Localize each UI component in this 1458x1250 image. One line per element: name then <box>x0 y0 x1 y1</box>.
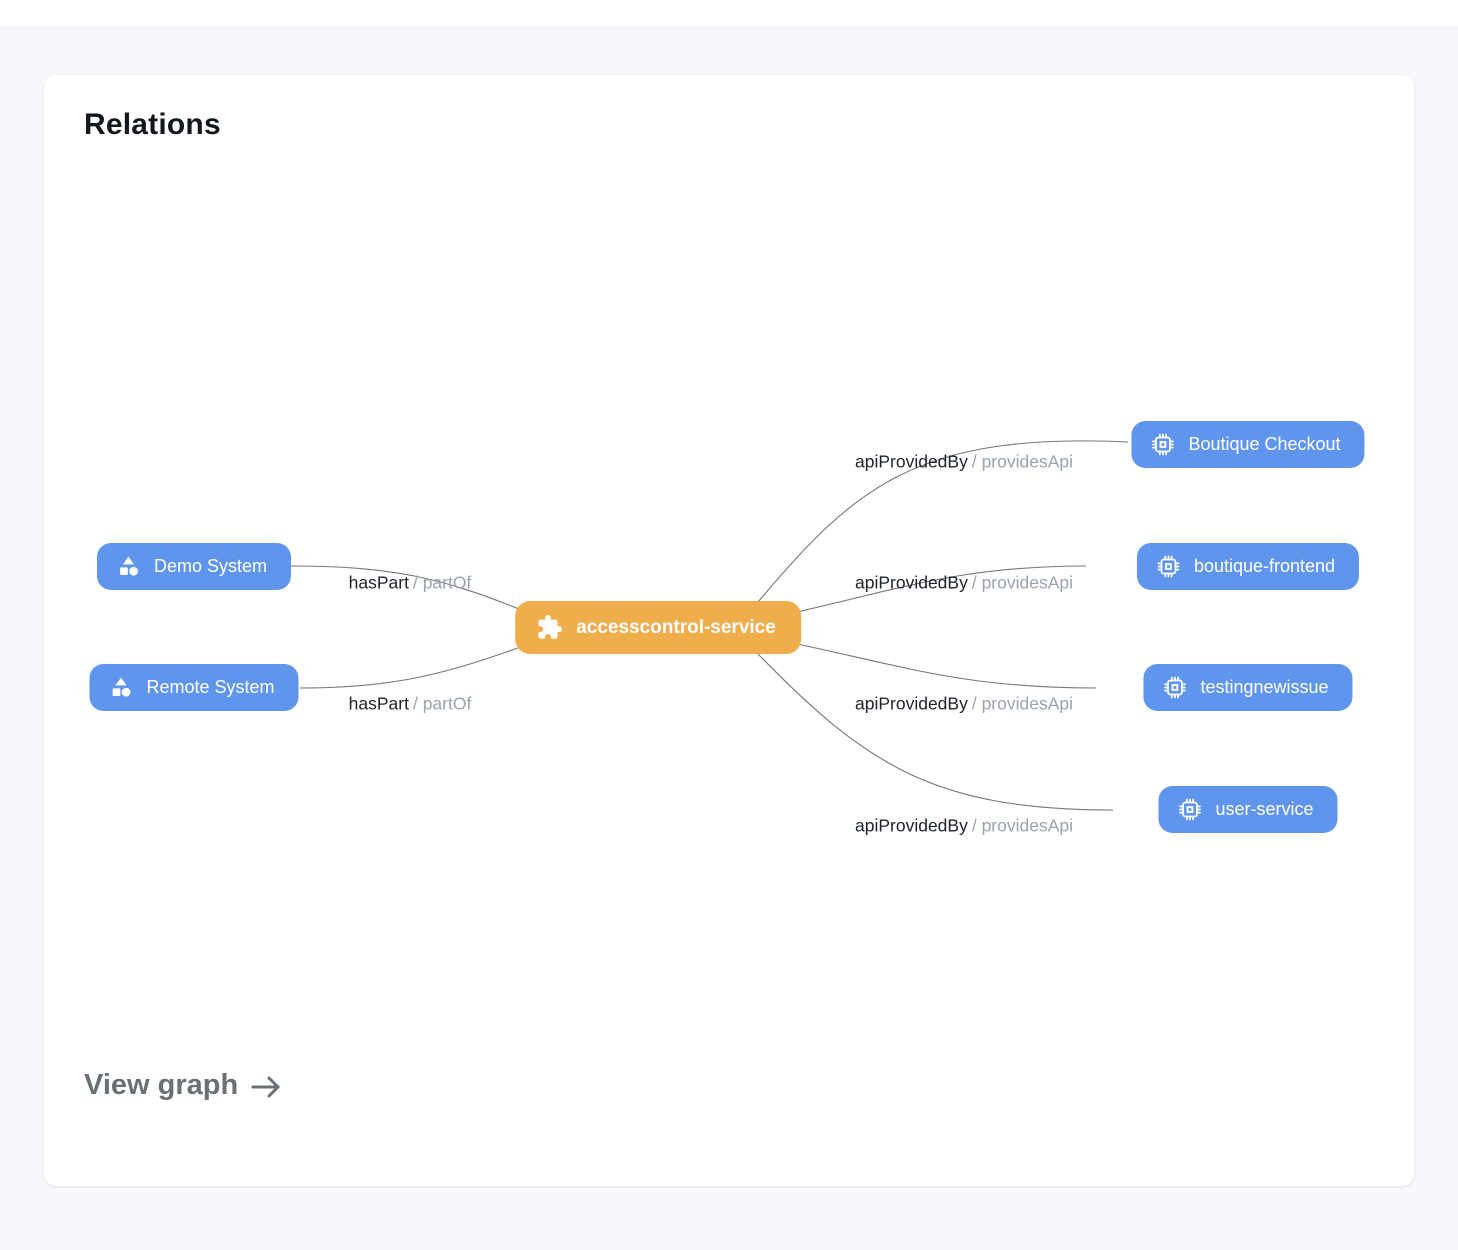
edge-testingnewissue <box>796 643 1097 689</box>
edge-remote-system <box>299 644 527 689</box>
edge-label-apiprovidedby-2: apiProvidedBy/ providesApi <box>854 572 1074 593</box>
node-label: Demo System <box>153 556 268 576</box>
edge-demo-system <box>290 565 527 613</box>
chip-icon <box>1177 797 1202 822</box>
edge-boutique-frontend <box>796 565 1087 613</box>
node-label: boutique-frontend <box>1193 556 1336 576</box>
relation-edges <box>290 440 1129 811</box>
system-shapes-icon <box>108 675 133 700</box>
edge-boutique-checkout <box>757 440 1129 603</box>
node-user-service[interactable]: user-service <box>1158 786 1338 833</box>
chip-icon <box>1156 554 1181 579</box>
node-remote-system[interactable]: Remote System <box>89 664 299 711</box>
edge-label-apiprovidedby-4: apiProvidedBy/ providesApi <box>854 815 1074 836</box>
node-label: user-service <box>1215 799 1314 819</box>
card-title: Relations <box>84 108 221 141</box>
puzzle-icon <box>536 614 563 641</box>
top-strip <box>0 0 1458 26</box>
edge-label-haspart-2: hasPart/ partOf <box>348 693 472 714</box>
view-graph-link[interactable]: View graph <box>84 1069 282 1102</box>
relations-graph: hasPart/ partOf hasPart/ partOf apiProvi… <box>44 75 1414 1186</box>
relations-card: Relations hasPart/ partOf hasPart/ partO… <box>44 75 1414 1186</box>
edge-label-apiprovidedby-3: apiProvidedBy/ providesApi <box>854 693 1074 714</box>
node-boutique-frontend[interactable]: boutique-frontend <box>1136 543 1360 590</box>
edge-user-service <box>757 653 1114 811</box>
node-testingnewissue[interactable]: testingnewissue <box>1143 664 1353 711</box>
node-accesscontrol-service[interactable]: accesscontrol-service <box>515 601 801 654</box>
chip-icon <box>1150 432 1175 457</box>
chip-icon <box>1162 675 1187 700</box>
node-label: testingnewissue <box>1200 677 1329 697</box>
node-demo-system[interactable]: Demo System <box>96 543 292 590</box>
edge-label-apiprovidedby-1: apiProvidedBy/ providesApi <box>854 451 1074 472</box>
edge-label-haspart-1: hasPart/ partOf <box>348 572 472 593</box>
system-shapes-icon <box>116 554 141 579</box>
node-label: Remote System <box>146 677 275 697</box>
arrow-right-icon <box>250 1072 282 1100</box>
node-boutique-checkout[interactable]: Boutique Checkout <box>1131 421 1365 468</box>
view-graph-label: View graph <box>84 1069 239 1101</box>
page-background: Relations hasPart/ partOf hasPart/ partO… <box>0 26 1458 1250</box>
node-label: accesscontrol-service <box>576 616 776 638</box>
node-label: Boutique Checkout <box>1188 434 1341 454</box>
